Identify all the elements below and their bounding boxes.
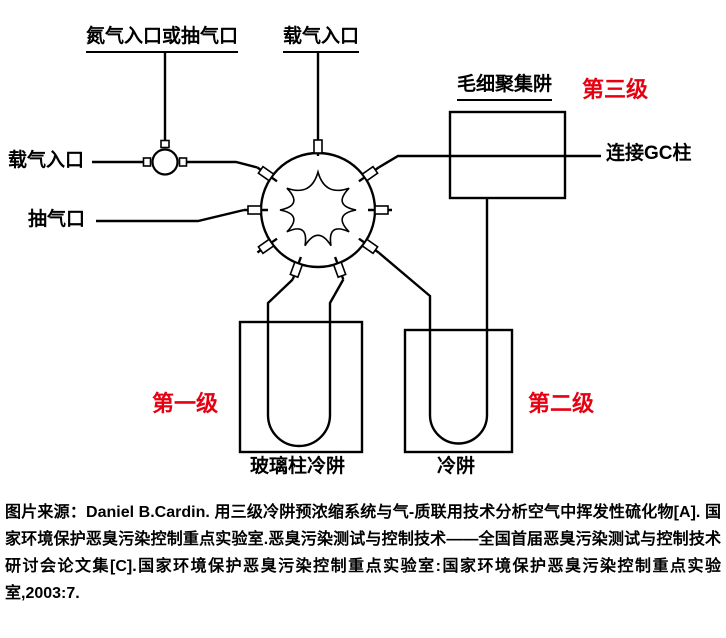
stage3-label: 第三级 [582,77,649,102]
valve-rotor-channels [279,169,357,247]
valve-port-stubs [244,137,392,280]
gc-tube [377,154,601,169]
nitrogen-inlet-label: 氮气入口或抽气口 [86,26,239,53]
carrier-t-fitting [142,139,188,176]
diagram-line-art [92,52,601,454]
valve-port-fittings [247,139,389,279]
stage1-label: 第一级 [152,391,219,416]
cold-trap-label: 冷阱 [437,456,476,477]
gc-column-label: 连接GC柱 [606,143,692,164]
carrier-top-label: 载气入口 [283,26,360,53]
cold-trap-box [403,328,514,454]
image-source-caption: 图片来源：Daniel B.Cardin. 用三级冷阱预浓缩系统与气-质联用技术… [5,504,721,602]
pump-tube [96,208,245,223]
carrier-left-label: 载气入口 [8,150,85,171]
glass-trap-box [238,320,364,454]
capillary-trap-label: 毛细聚集阱 [457,74,553,101]
stage2-label: 第二级 [528,391,595,416]
pump-port-label: 抽气口 [28,209,86,230]
tfitting-to-valve-tube [187,160,258,169]
u-tube-stage1 [266,278,345,448]
glass-trap-label: 玻璃柱冷阱 [250,456,346,477]
u-tube-stage2 [377,198,489,445]
